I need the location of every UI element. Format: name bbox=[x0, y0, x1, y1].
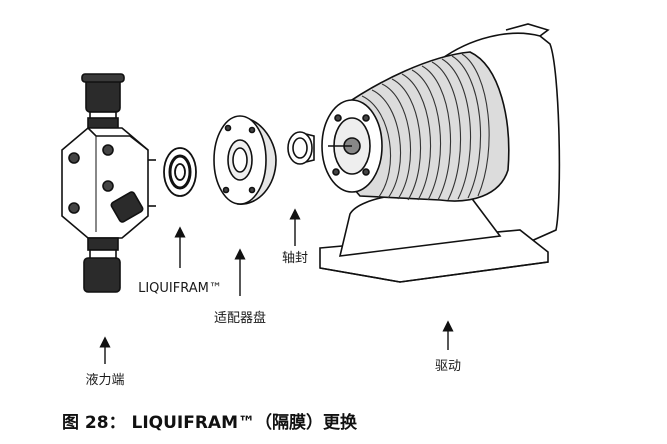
shaft-seal-part bbox=[287, 131, 315, 165]
liquid-end-part bbox=[61, 73, 156, 293]
liquifram-diaphragm-part bbox=[163, 147, 197, 197]
label-liquid-end: 液力端 bbox=[85, 373, 124, 388]
label-drive: 驱动 bbox=[435, 359, 461, 374]
label-liquifram: LIQUIFRAM™ bbox=[138, 281, 222, 296]
figure-caption: 图 28： LIQUIFRAM™（隔膜）更换 bbox=[62, 412, 358, 433]
drive-unit-part bbox=[319, 23, 561, 283]
label-adapter: 适配器盘 bbox=[214, 310, 266, 326]
adapter-disc-part bbox=[213, 115, 277, 205]
label-seal: 轴封 bbox=[282, 251, 308, 266]
pointer-arrows bbox=[99, 208, 454, 364]
